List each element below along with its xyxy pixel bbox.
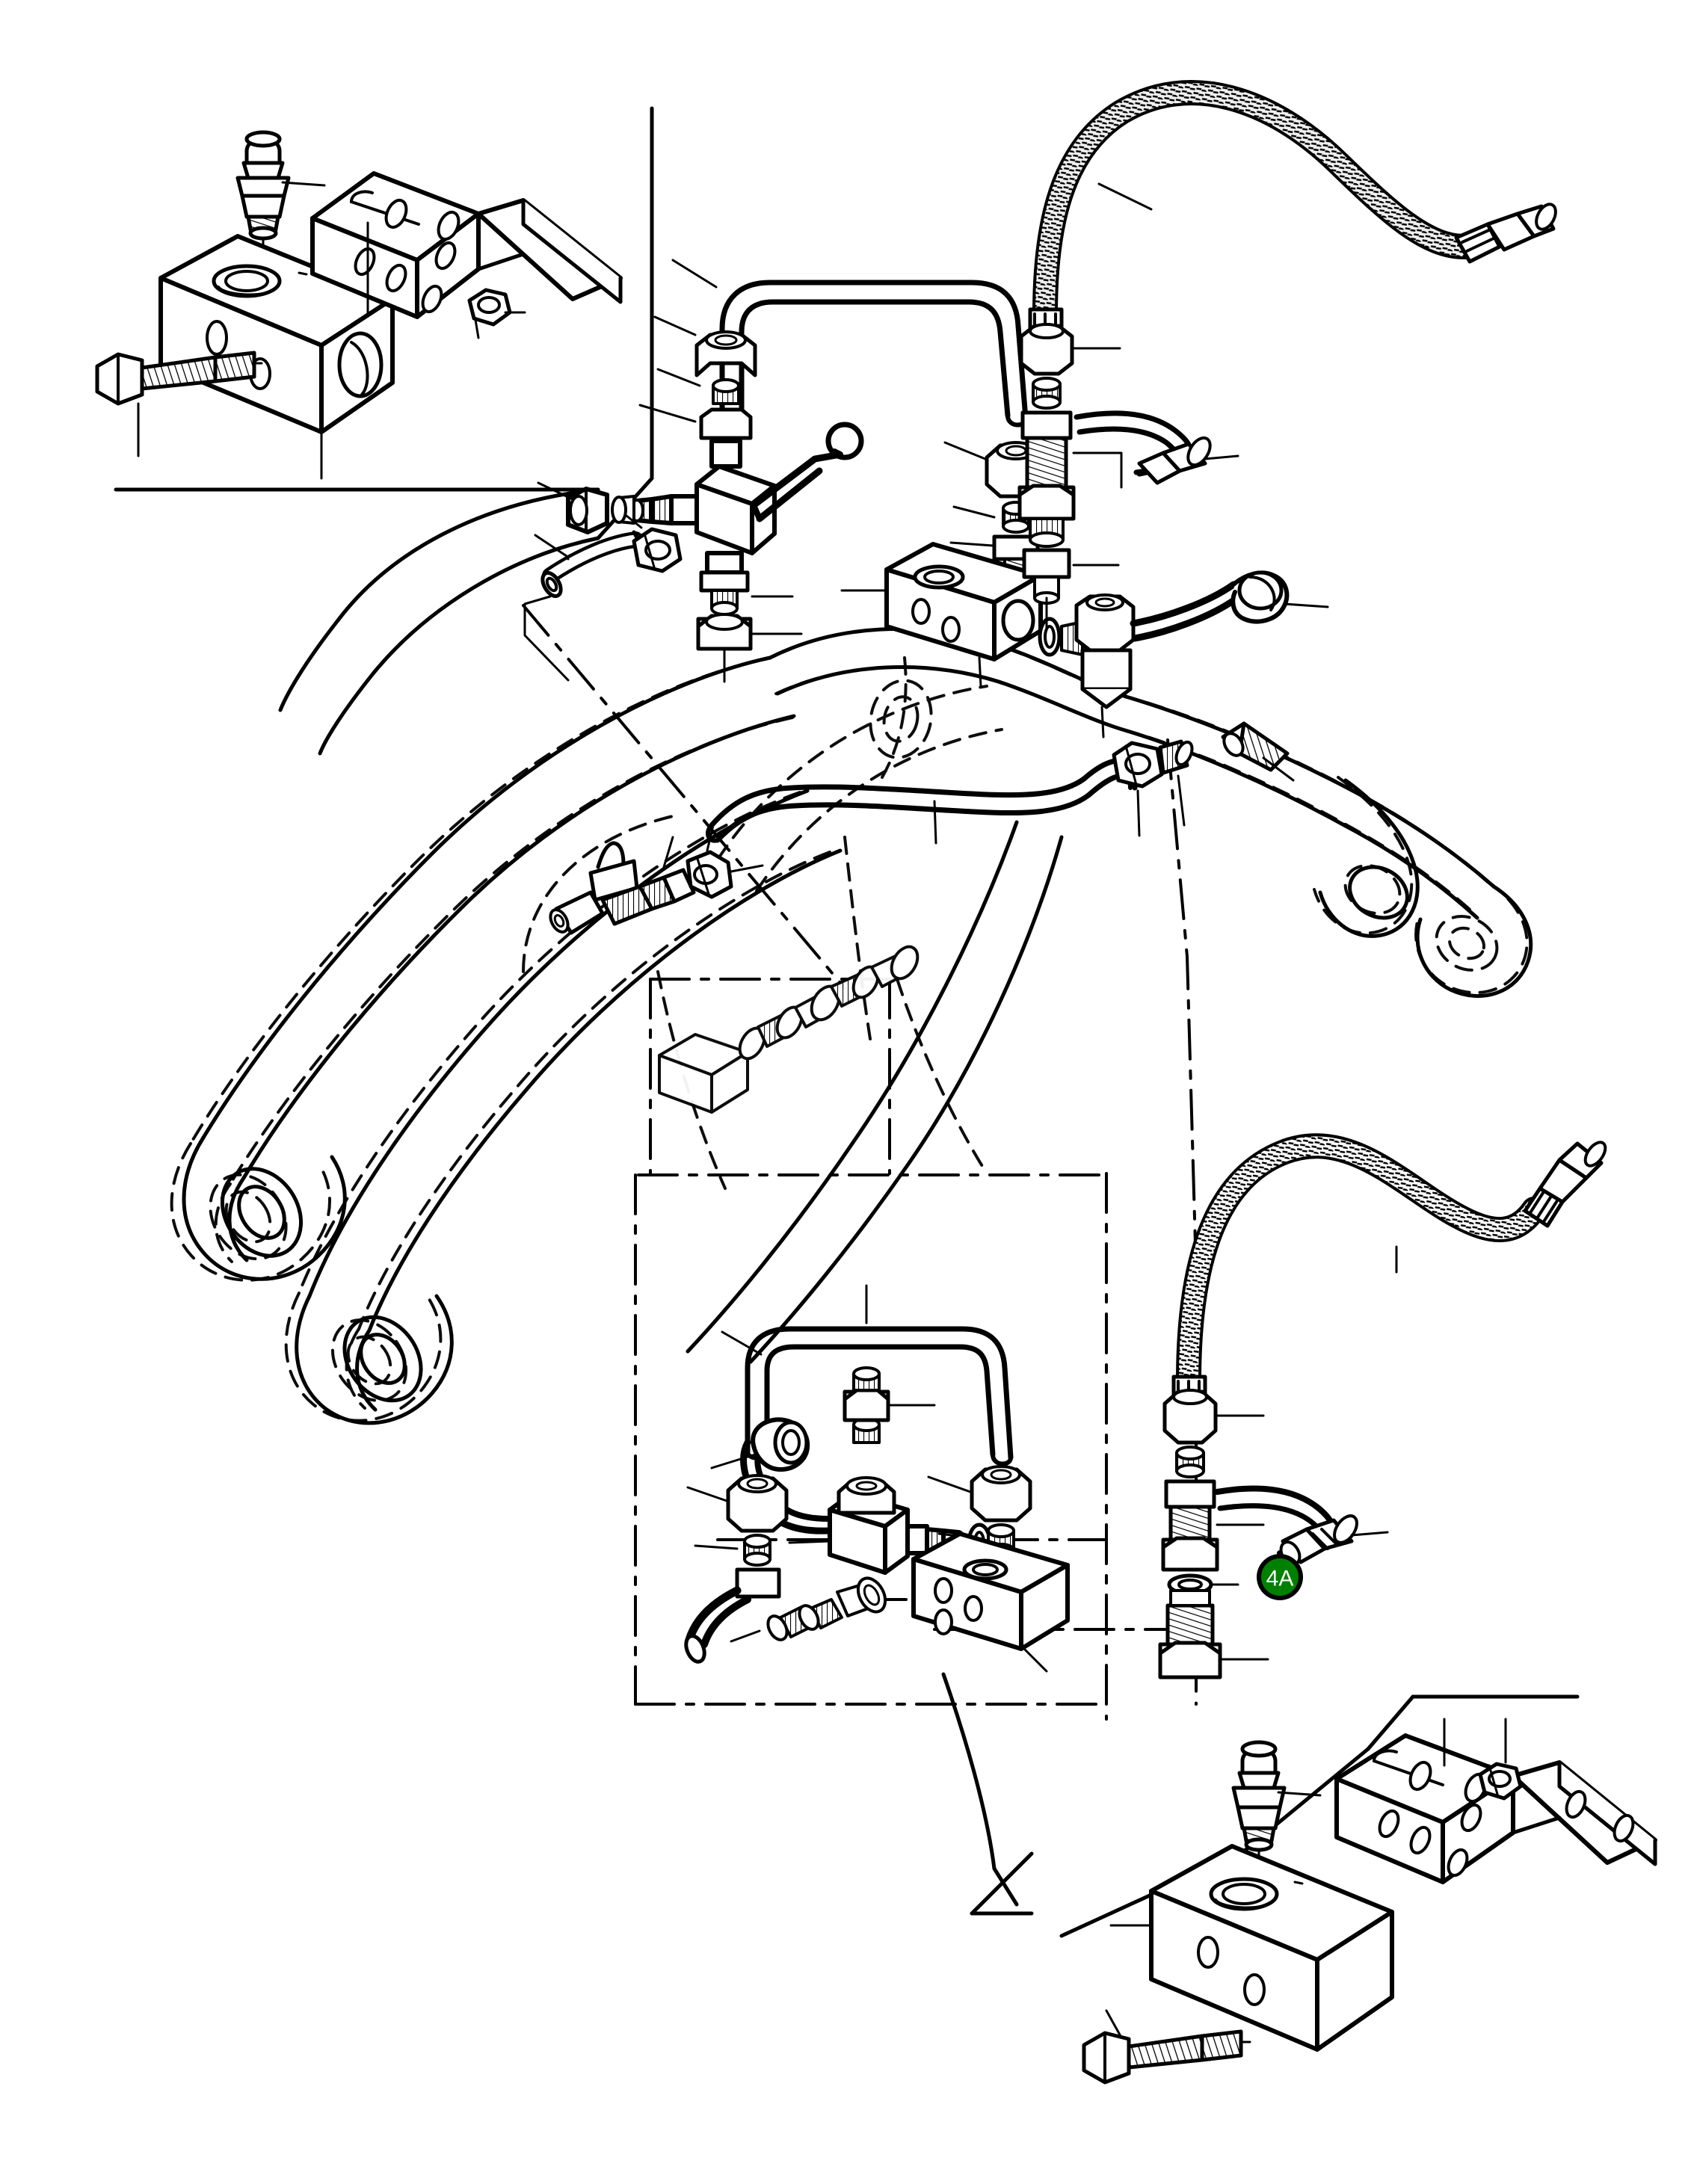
leader-lines-pipe-end xyxy=(1136,774,1186,837)
leader-line xyxy=(671,259,718,289)
banjo-fitting-upper xyxy=(1038,570,1290,709)
leader-lines-right-stack-upper xyxy=(943,441,996,547)
upper-left-bracket-assembly xyxy=(95,130,623,480)
mounting-bracket-upper-left xyxy=(310,171,623,319)
pipe-end-fitting-centre xyxy=(1112,739,1194,789)
mid-left-hose-stub xyxy=(523,514,683,682)
valve-block-lower-right xyxy=(1149,1844,1394,2052)
leader-line xyxy=(625,514,643,529)
leader-lines-manifold-upper xyxy=(840,589,982,688)
leader-lines-hose-stack-lower xyxy=(1211,1414,1269,1661)
hex-bolt-upper-left xyxy=(95,351,263,406)
leader-line xyxy=(534,534,570,561)
mounting-bracket-lower-right xyxy=(1334,1733,1657,1884)
callout-4a[interactable]: 4A xyxy=(1257,1554,1303,1600)
mid-left-fitting-cluster xyxy=(549,841,733,935)
hex-nut-lower-right xyxy=(1478,1718,1523,1801)
leader-lines-upper-valve xyxy=(537,315,803,683)
leader-line xyxy=(721,1330,763,1356)
grease-nipple-lower-right xyxy=(1231,1740,1322,1852)
leader-lines-hose-stack-upper xyxy=(1045,347,1123,629)
small-fitting-row-lower xyxy=(766,1576,887,1641)
side-hose-elbow-lower xyxy=(1214,1485,1389,1566)
leader-lines-banjo-upper xyxy=(1100,602,1329,738)
braided-hose-upper xyxy=(1028,80,1557,339)
hose-fitting-stack-upper xyxy=(1017,323,1076,605)
callout-4a-label: 4A xyxy=(1266,1567,1294,1591)
leader-line xyxy=(1097,182,1153,211)
steel-pipe-across-linkage xyxy=(705,758,1138,843)
hex-bolt-lower-right xyxy=(1082,2029,1251,2085)
manifold-block-upper xyxy=(884,542,1043,661)
lower-valve-group xyxy=(684,1284,1070,1673)
distributor-block-mid xyxy=(658,945,920,1114)
leader-lines-left-stack-lower xyxy=(686,1486,739,1550)
leader-line xyxy=(523,595,570,682)
callout-4a-fill xyxy=(1261,1558,1299,1596)
hose-fitting-stack-lower xyxy=(1158,1389,1222,1679)
hex-nut-upper-left xyxy=(467,288,526,339)
manifold-block-lower xyxy=(911,1531,1070,1651)
centre-fitting-stack-lower xyxy=(843,1366,890,1444)
screw-centre-right xyxy=(1221,721,1290,772)
leader-lines-lower-valve xyxy=(710,1453,831,1544)
lower-right-bracket-assembly xyxy=(1082,1718,1657,2085)
ball-valve-lower xyxy=(740,1417,992,1575)
leader-line xyxy=(1262,756,1295,782)
left-fitting-stack-lower xyxy=(684,1474,789,1664)
leader-line xyxy=(730,1629,761,1643)
leader-line xyxy=(1021,1646,1048,1673)
ball-valve-upper xyxy=(566,330,864,651)
grease-nipple-upper-left xyxy=(235,130,326,241)
leader-lines-centre-stack-lower xyxy=(865,1284,936,1407)
hex-nut-mid-left xyxy=(632,527,683,573)
steel-tube-lower xyxy=(745,1326,1014,1466)
leader-line xyxy=(933,800,937,845)
side-hose-elbow-upper xyxy=(1074,410,1239,485)
leader-line xyxy=(1350,1531,1389,1537)
leader-line xyxy=(1105,2009,1123,2039)
